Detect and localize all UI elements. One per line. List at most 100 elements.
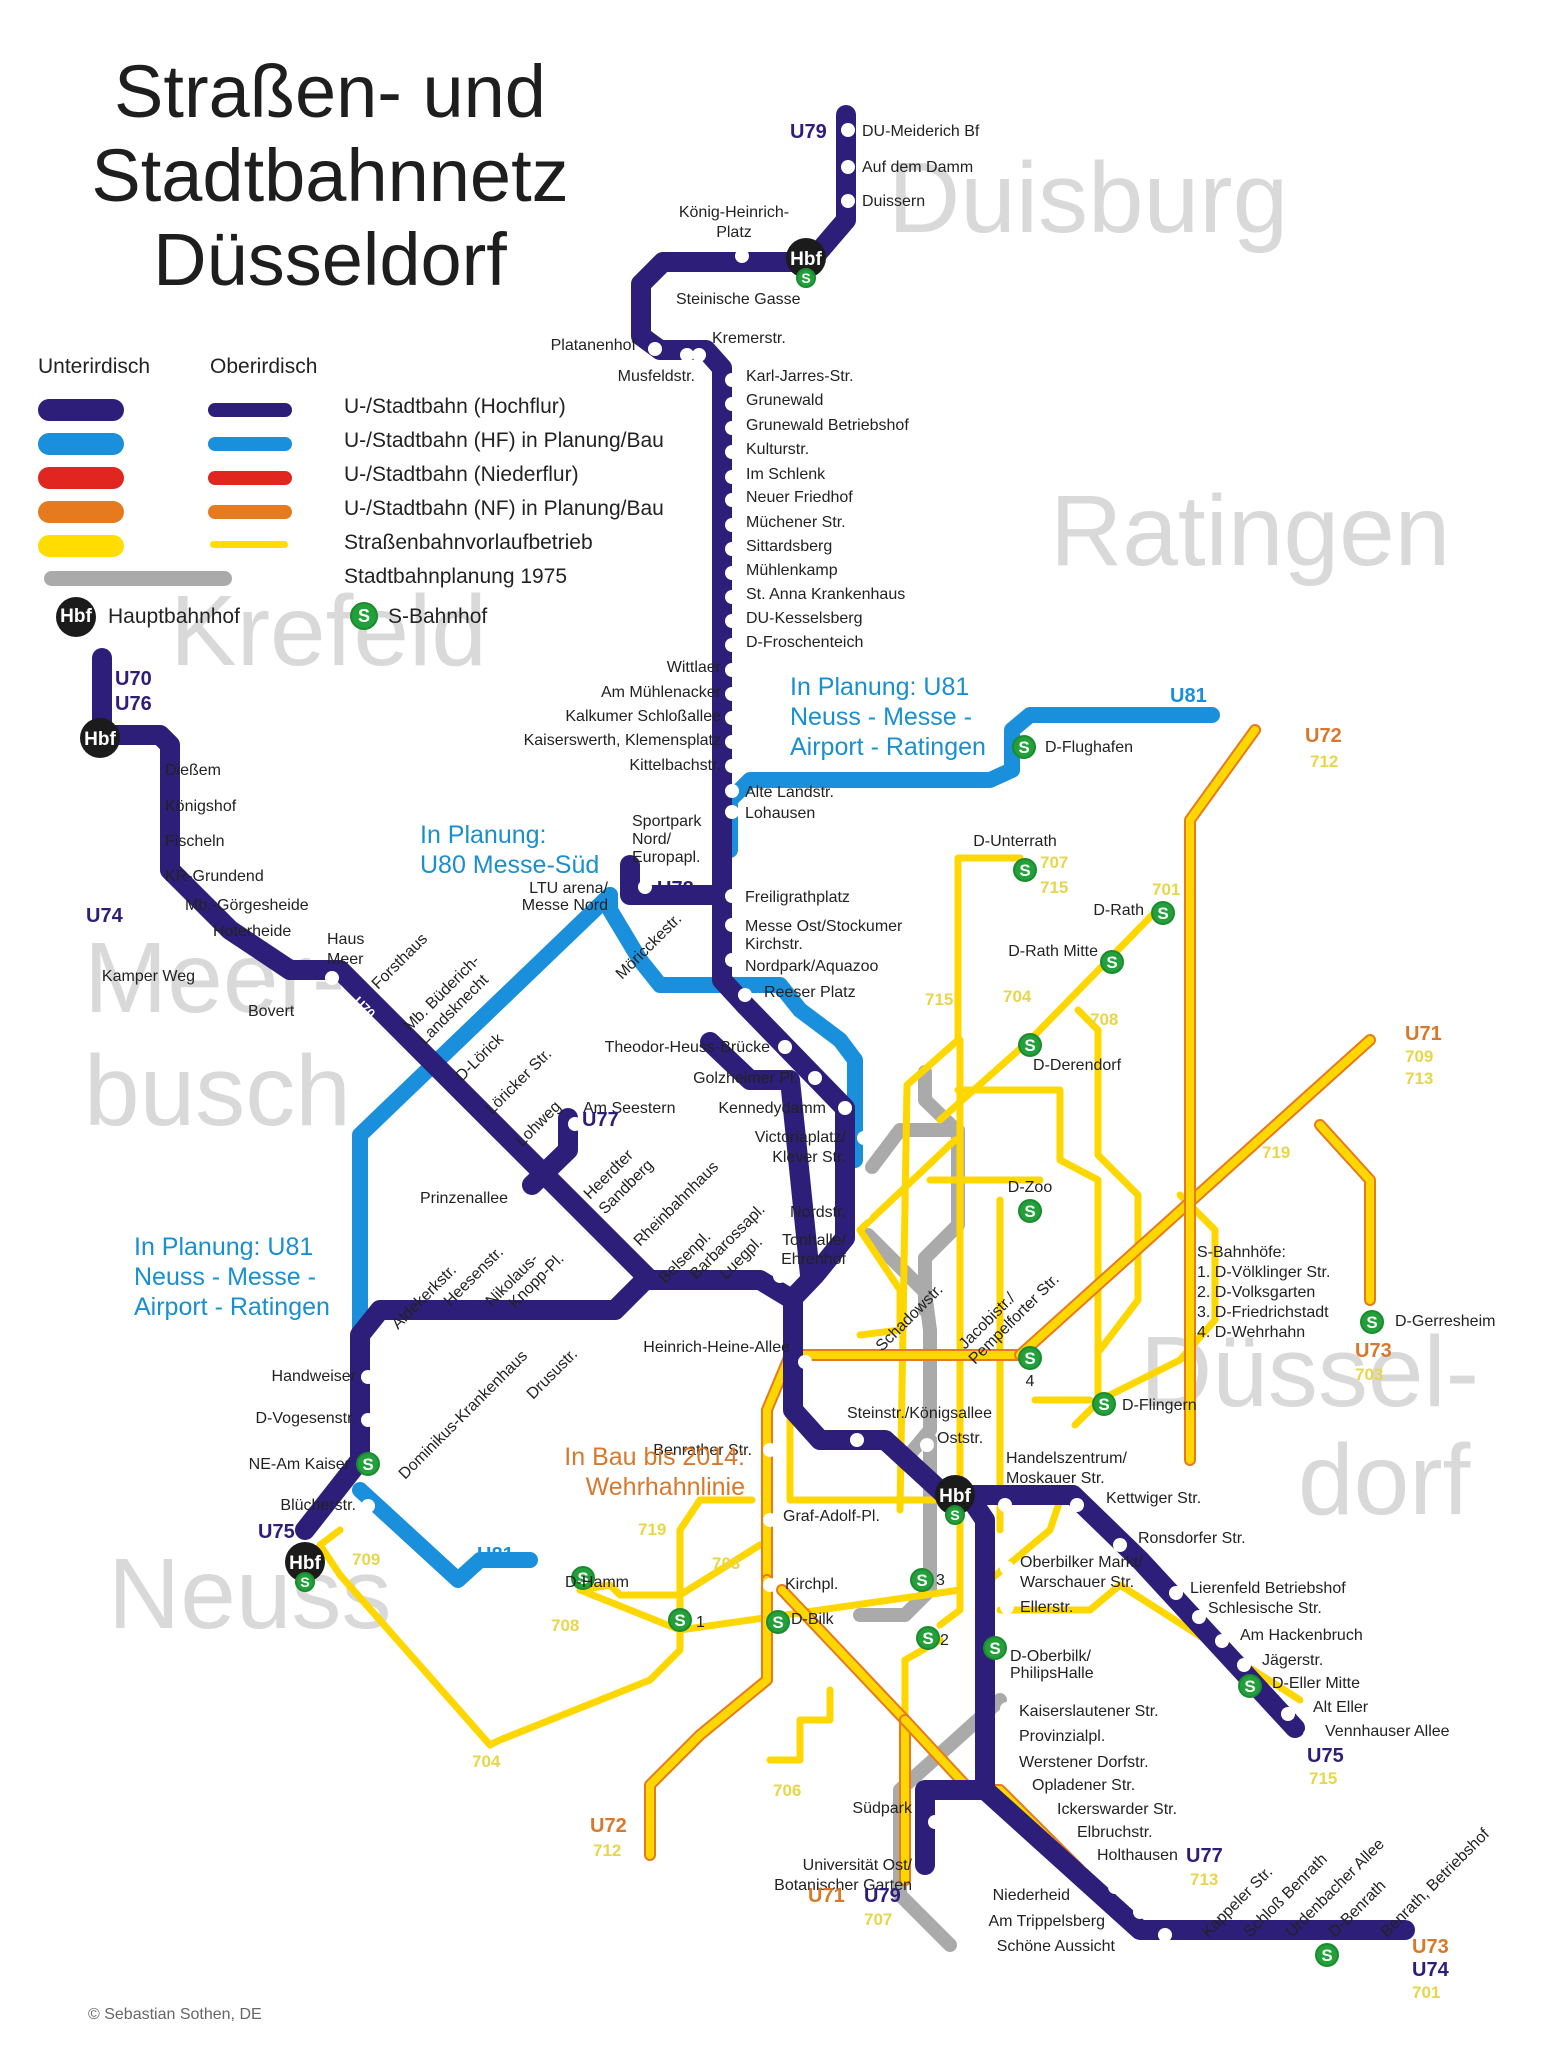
s-bahn-icon[interactable]: S [983, 1636, 1007, 1660]
station-dot[interactable] [1169, 1586, 1183, 1600]
station-dot[interactable] [1303, 1728, 1317, 1742]
station-dot[interactable] [725, 493, 739, 507]
station-dot[interactable] [841, 160, 855, 174]
station-dot[interactable] [725, 889, 739, 903]
hbf-icon[interactable]: Hbf [786, 238, 826, 278]
s-bahn-icon[interactable]: S [1018, 1346, 1042, 1370]
s-bahn-icon[interactable]: S [1100, 950, 1124, 974]
station-dot[interactable] [1247, 1945, 1261, 1959]
station-dot[interactable] [725, 397, 739, 411]
station-dot[interactable] [998, 1498, 1012, 1512]
s-bahn-icon[interactable]: S [571, 1566, 595, 1590]
station-dot[interactable] [725, 784, 739, 798]
station-dot[interactable] [725, 566, 739, 580]
station-dot[interactable] [928, 1815, 942, 1829]
s-bahn-icon[interactable]: S [766, 1610, 790, 1634]
station-dot[interactable] [725, 542, 739, 556]
station-dot[interactable] [1000, 1753, 1014, 1767]
station-dot[interactable] [725, 759, 739, 773]
hbf-icon[interactable]: Hbf [285, 1542, 325, 1582]
station-dot[interactable] [725, 711, 739, 725]
station-dot[interactable] [648, 342, 662, 356]
station-dot[interactable] [145, 834, 159, 848]
station-dot[interactable] [857, 1206, 871, 1220]
station-dot[interactable] [1015, 1783, 1029, 1797]
s-bahn-icon[interactable]: S [945, 1505, 965, 1525]
station-dot[interactable] [145, 799, 159, 813]
station-dot[interactable] [1108, 1880, 1122, 1894]
station-dot[interactable] [163, 898, 177, 912]
station-dot[interactable] [361, 1499, 375, 1513]
s-bahn-icon[interactable]: S [1360, 1310, 1384, 1334]
s-bahn-icon[interactable]: S [1151, 901, 1175, 925]
station-dot[interactable] [191, 926, 205, 940]
station-dot[interactable] [725, 470, 739, 484]
station-dot[interactable] [255, 985, 269, 999]
station-dot[interactable] [773, 1269, 787, 1283]
station-dot[interactable] [1215, 1634, 1229, 1648]
s-bahn-icon[interactable]: S [295, 1572, 315, 1592]
station-dot[interactable] [738, 988, 752, 1002]
s-bahn-icon[interactable]: S [1092, 1392, 1116, 1416]
station-dot[interactable] [920, 1438, 934, 1452]
station-dot[interactable] [638, 880, 652, 894]
hbf-icon[interactable]: Hbf [935, 1475, 975, 1515]
station-dot[interactable] [725, 638, 739, 652]
station-dot[interactable] [928, 1873, 942, 1887]
s-bahn-icon[interactable]: S [1018, 1199, 1042, 1223]
station-dot[interactable] [692, 348, 706, 362]
station-dot[interactable] [1158, 1928, 1172, 1942]
s-bahn-icon[interactable]: S [796, 268, 816, 288]
station-dot[interactable] [850, 1433, 864, 1447]
s-bahn-icon[interactable]: S [1238, 1674, 1262, 1698]
station-dot[interactable] [725, 421, 739, 435]
station-dot[interactable] [725, 735, 739, 749]
station-dot[interactable] [838, 1101, 852, 1115]
station-dot[interactable] [661, 279, 675, 293]
station-dot[interactable] [725, 445, 739, 459]
s-bahn-icon[interactable]: S [916, 1626, 940, 1650]
station-dot[interactable] [735, 249, 749, 263]
station-dot[interactable] [1133, 1905, 1147, 1919]
station-dot[interactable] [1000, 1702, 1014, 1716]
station-dot[interactable] [763, 1443, 777, 1457]
station-dot[interactable] [725, 918, 739, 932]
station-dot[interactable] [1070, 1498, 1084, 1512]
station-dot[interactable] [725, 373, 739, 387]
station-dot[interactable] [1000, 1600, 1014, 1614]
station-dot[interactable] [725, 953, 739, 967]
station-dot[interactable] [1205, 1945, 1219, 1959]
hbf-icon[interactable]: Hbf [80, 718, 120, 758]
s-bahn-icon[interactable]: S [1315, 1943, 1339, 1967]
station-dot[interactable] [1113, 1538, 1127, 1552]
s-bahn-icon[interactable]: S [1013, 858, 1037, 882]
station-dot[interactable] [1083, 1855, 1097, 1869]
station-dot[interactable] [568, 1117, 582, 1131]
station-dot[interactable] [1000, 1561, 1014, 1575]
station-dot[interactable] [808, 1071, 822, 1085]
station-dot[interactable] [857, 1131, 871, 1145]
station-dot[interactable] [1383, 1945, 1397, 1959]
station-dot[interactable] [361, 1370, 375, 1384]
station-dot[interactable] [1060, 1831, 1074, 1845]
station-dot[interactable] [725, 518, 739, 532]
station-dot[interactable] [763, 1513, 777, 1527]
station-dot[interactable] [778, 1040, 792, 1054]
station-dot[interactable] [1000, 1728, 1014, 1742]
station-dot[interactable] [763, 1578, 777, 1592]
station-dot[interactable] [1038, 1808, 1052, 1822]
s-bahn-icon[interactable]: S [910, 1568, 934, 1592]
station-dot[interactable] [725, 614, 739, 628]
station-dot[interactable] [725, 687, 739, 701]
station-dot[interactable] [1287, 1945, 1301, 1959]
station-dot[interactable] [325, 971, 339, 985]
station-dot[interactable] [361, 1413, 375, 1427]
station-dot[interactable] [1192, 1610, 1206, 1624]
station-dot[interactable] [798, 1355, 812, 1369]
station-dot[interactable] [841, 194, 855, 208]
station-dot[interactable] [725, 663, 739, 677]
station-dot[interactable] [178, 941, 192, 955]
station-dot[interactable] [725, 805, 739, 819]
s-bahn-icon[interactable]: S [1012, 735, 1036, 759]
station-dot[interactable] [145, 761, 159, 775]
